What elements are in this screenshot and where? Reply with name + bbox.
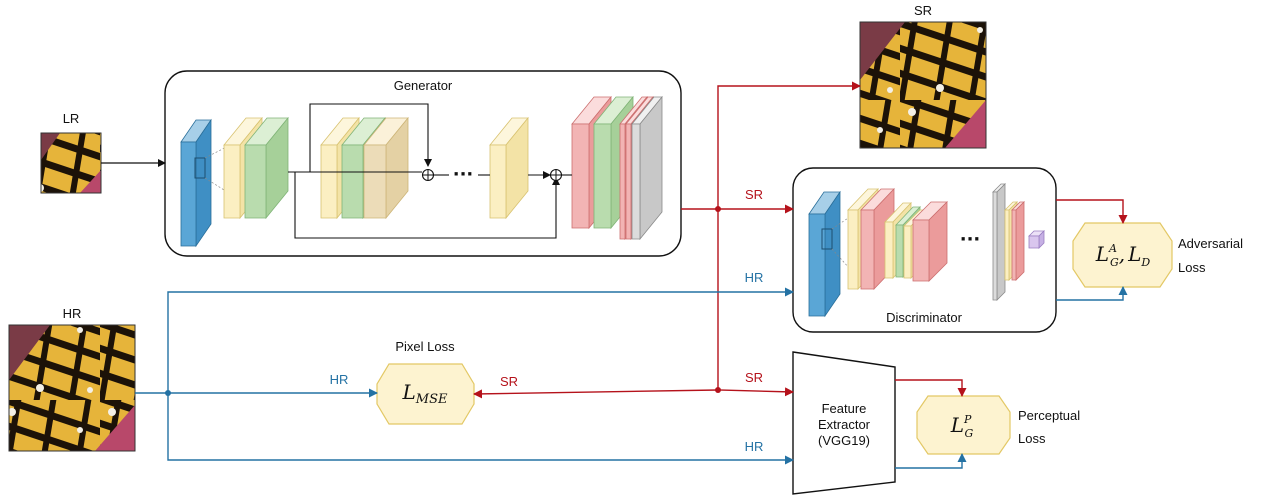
lr-label: LR [63,111,80,126]
hr-paths [135,286,1128,469]
generator-label: Generator [394,78,453,93]
adversarial-loss-line-1: Adversarial [1178,236,1243,251]
edge-sr-discriminator: SR [745,187,763,202]
edge-hr-extractor: HR [745,439,764,454]
feature-extractor-box [792,351,896,495]
perceptual-loss-line-1: Perceptual [1018,408,1080,423]
sr-junction-2 [715,387,721,393]
generator-ellipsis: ··· [453,164,474,185]
hr-junction [165,390,171,396]
feature-extractor-line-2: Extractor [818,417,871,432]
feature-extractor-line-3: (VGG19) [818,433,870,448]
sum-nodes [421,168,563,182]
sr-image [859,21,987,149]
sr-junction-1 [715,206,721,212]
edge-sr-mse: SR [500,374,518,389]
lr-image [40,132,102,194]
sr-output-label: SR [914,3,932,18]
mse-loss-formula: LMSE [402,380,448,407]
generator-layers [180,95,663,248]
feature-extractor-line-1: Feature [822,401,867,416]
discriminator-label: Discriminator [886,310,963,325]
edge-hr-mse: HR [330,372,349,387]
adversarial-loss-node [1072,222,1173,288]
generator-skip-connections [288,103,572,239]
perceptual-loss-node [916,395,1011,455]
perceptual-loss-line-2: Loss [1018,431,1046,446]
edge-hr-discriminator: HR [745,270,764,285]
pixel-loss-label: Pixel Loss [395,339,455,354]
adversarial-loss-line-2: Loss [1178,260,1206,275]
hr-label: HR [63,306,82,321]
edge-sr-extractor: SR [745,370,763,385]
hr-image [8,324,136,452]
discriminator-ellipsis: ··· [960,229,981,250]
sr-paths [473,81,1128,399]
discriminator-layers [808,183,1045,318]
